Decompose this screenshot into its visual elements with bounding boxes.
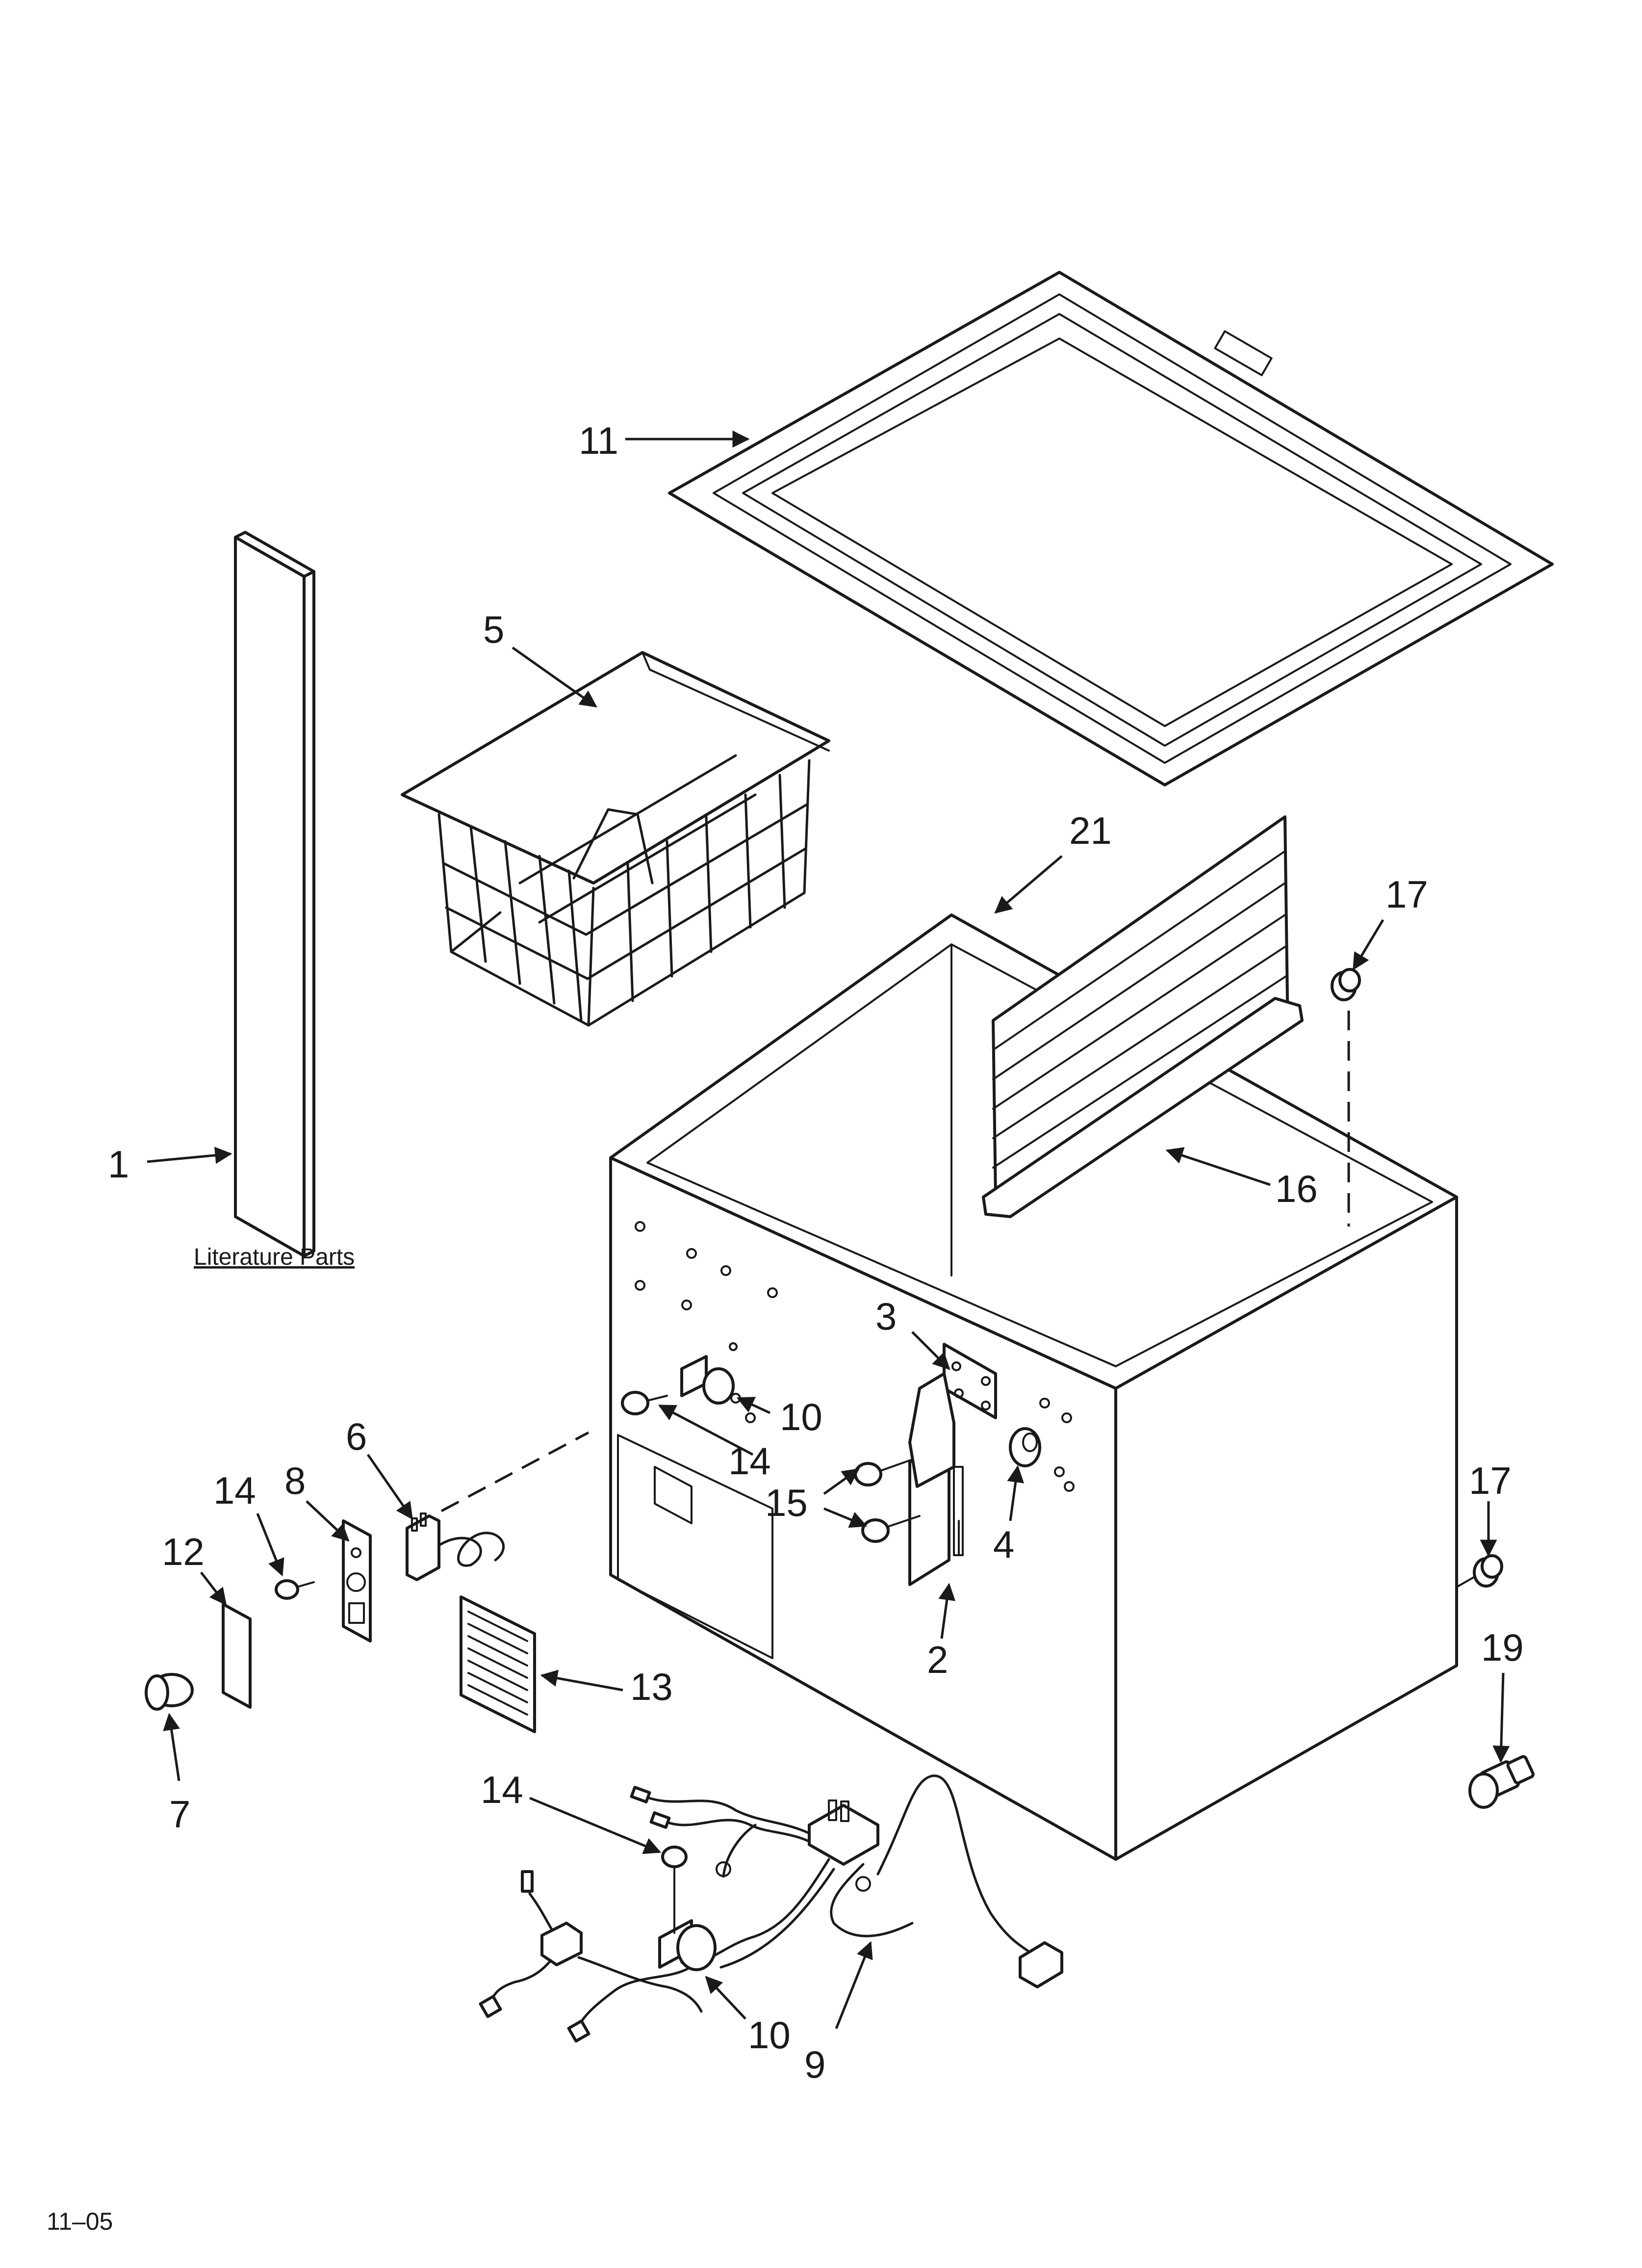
grille-louvers <box>467 1611 528 1716</box>
leader-lines <box>147 430 1510 2029</box>
callout-19: 19 <box>1481 1626 1524 1669</box>
wire-clamp-upper <box>680 1342 738 1405</box>
divider-panel <box>982 815 1304 1218</box>
divider-ribs <box>992 850 1287 1169</box>
screw-upper <box>621 1391 668 1415</box>
callout-15: 15 <box>765 1481 808 1524</box>
harness-connector <box>808 1804 879 1866</box>
temperature-control <box>406 1512 505 1581</box>
literature-parts-label: Literature Parts <box>194 1244 355 1270</box>
control-bracket <box>342 1519 372 1642</box>
drain-plug <box>1468 1755 1535 1809</box>
wire-basket <box>401 651 830 1027</box>
lid-stop <box>1009 1427 1041 1467</box>
basket-vertical-wires <box>469 774 786 1022</box>
hinge-screw-lower <box>861 1515 921 1543</box>
callout-14-upper: 14 <box>728 1439 771 1483</box>
callout-5: 5 <box>483 608 504 651</box>
control-label <box>222 1603 252 1709</box>
divider-retainer <box>982 997 1304 1218</box>
wire-clamp-lower <box>658 1919 717 1971</box>
callout-7: 7 <box>169 1793 190 1836</box>
callout-3: 3 <box>875 1295 897 1338</box>
callout-8: 8 <box>284 1459 306 1502</box>
cabinet-holes <box>635 1221 1075 1492</box>
callout-16: 16 <box>1275 1167 1318 1210</box>
hinge-assembly <box>908 1372 964 1586</box>
harness-plug <box>1019 1941 1063 1988</box>
literature-booklet <box>234 531 315 1257</box>
lid-frame <box>668 271 1554 786</box>
callout-2: 2 <box>927 1638 948 1681</box>
grille <box>460 1595 536 1733</box>
callout-13: 13 <box>630 1665 673 1708</box>
callout-numbers: 11 5 21 17 16 1 3 10 14 15 4 2 6 8 14 12… <box>108 419 1524 2086</box>
wire-harness <box>479 1774 1063 2043</box>
callout-9: 9 <box>804 2043 825 2086</box>
callout-10-lower: 10 <box>748 2013 791 2057</box>
control-knob <box>145 1673 194 1711</box>
callout-1: 1 <box>108 1143 129 1186</box>
callout-10-upper: 10 <box>780 1395 822 1438</box>
callout-4: 4 <box>993 1523 1014 1566</box>
date-code: 11–05 <box>47 2208 113 2235</box>
callout-17-side: 17 <box>1469 1459 1512 1502</box>
plug-top <box>1331 968 1361 1001</box>
callout-17-top: 17 <box>1385 873 1428 916</box>
screw-lower <box>661 1846 688 1934</box>
callout-14-lower: 14 <box>481 1768 523 1811</box>
callout-11: 11 <box>579 419 618 462</box>
plug-side <box>1456 1554 1503 1588</box>
callout-21: 21 <box>1069 809 1112 852</box>
callout-14-left: 14 <box>213 1469 256 1512</box>
callout-6: 6 <box>346 1415 367 1458</box>
screw-left <box>275 1579 315 1600</box>
callout-12: 12 <box>162 1530 205 1573</box>
